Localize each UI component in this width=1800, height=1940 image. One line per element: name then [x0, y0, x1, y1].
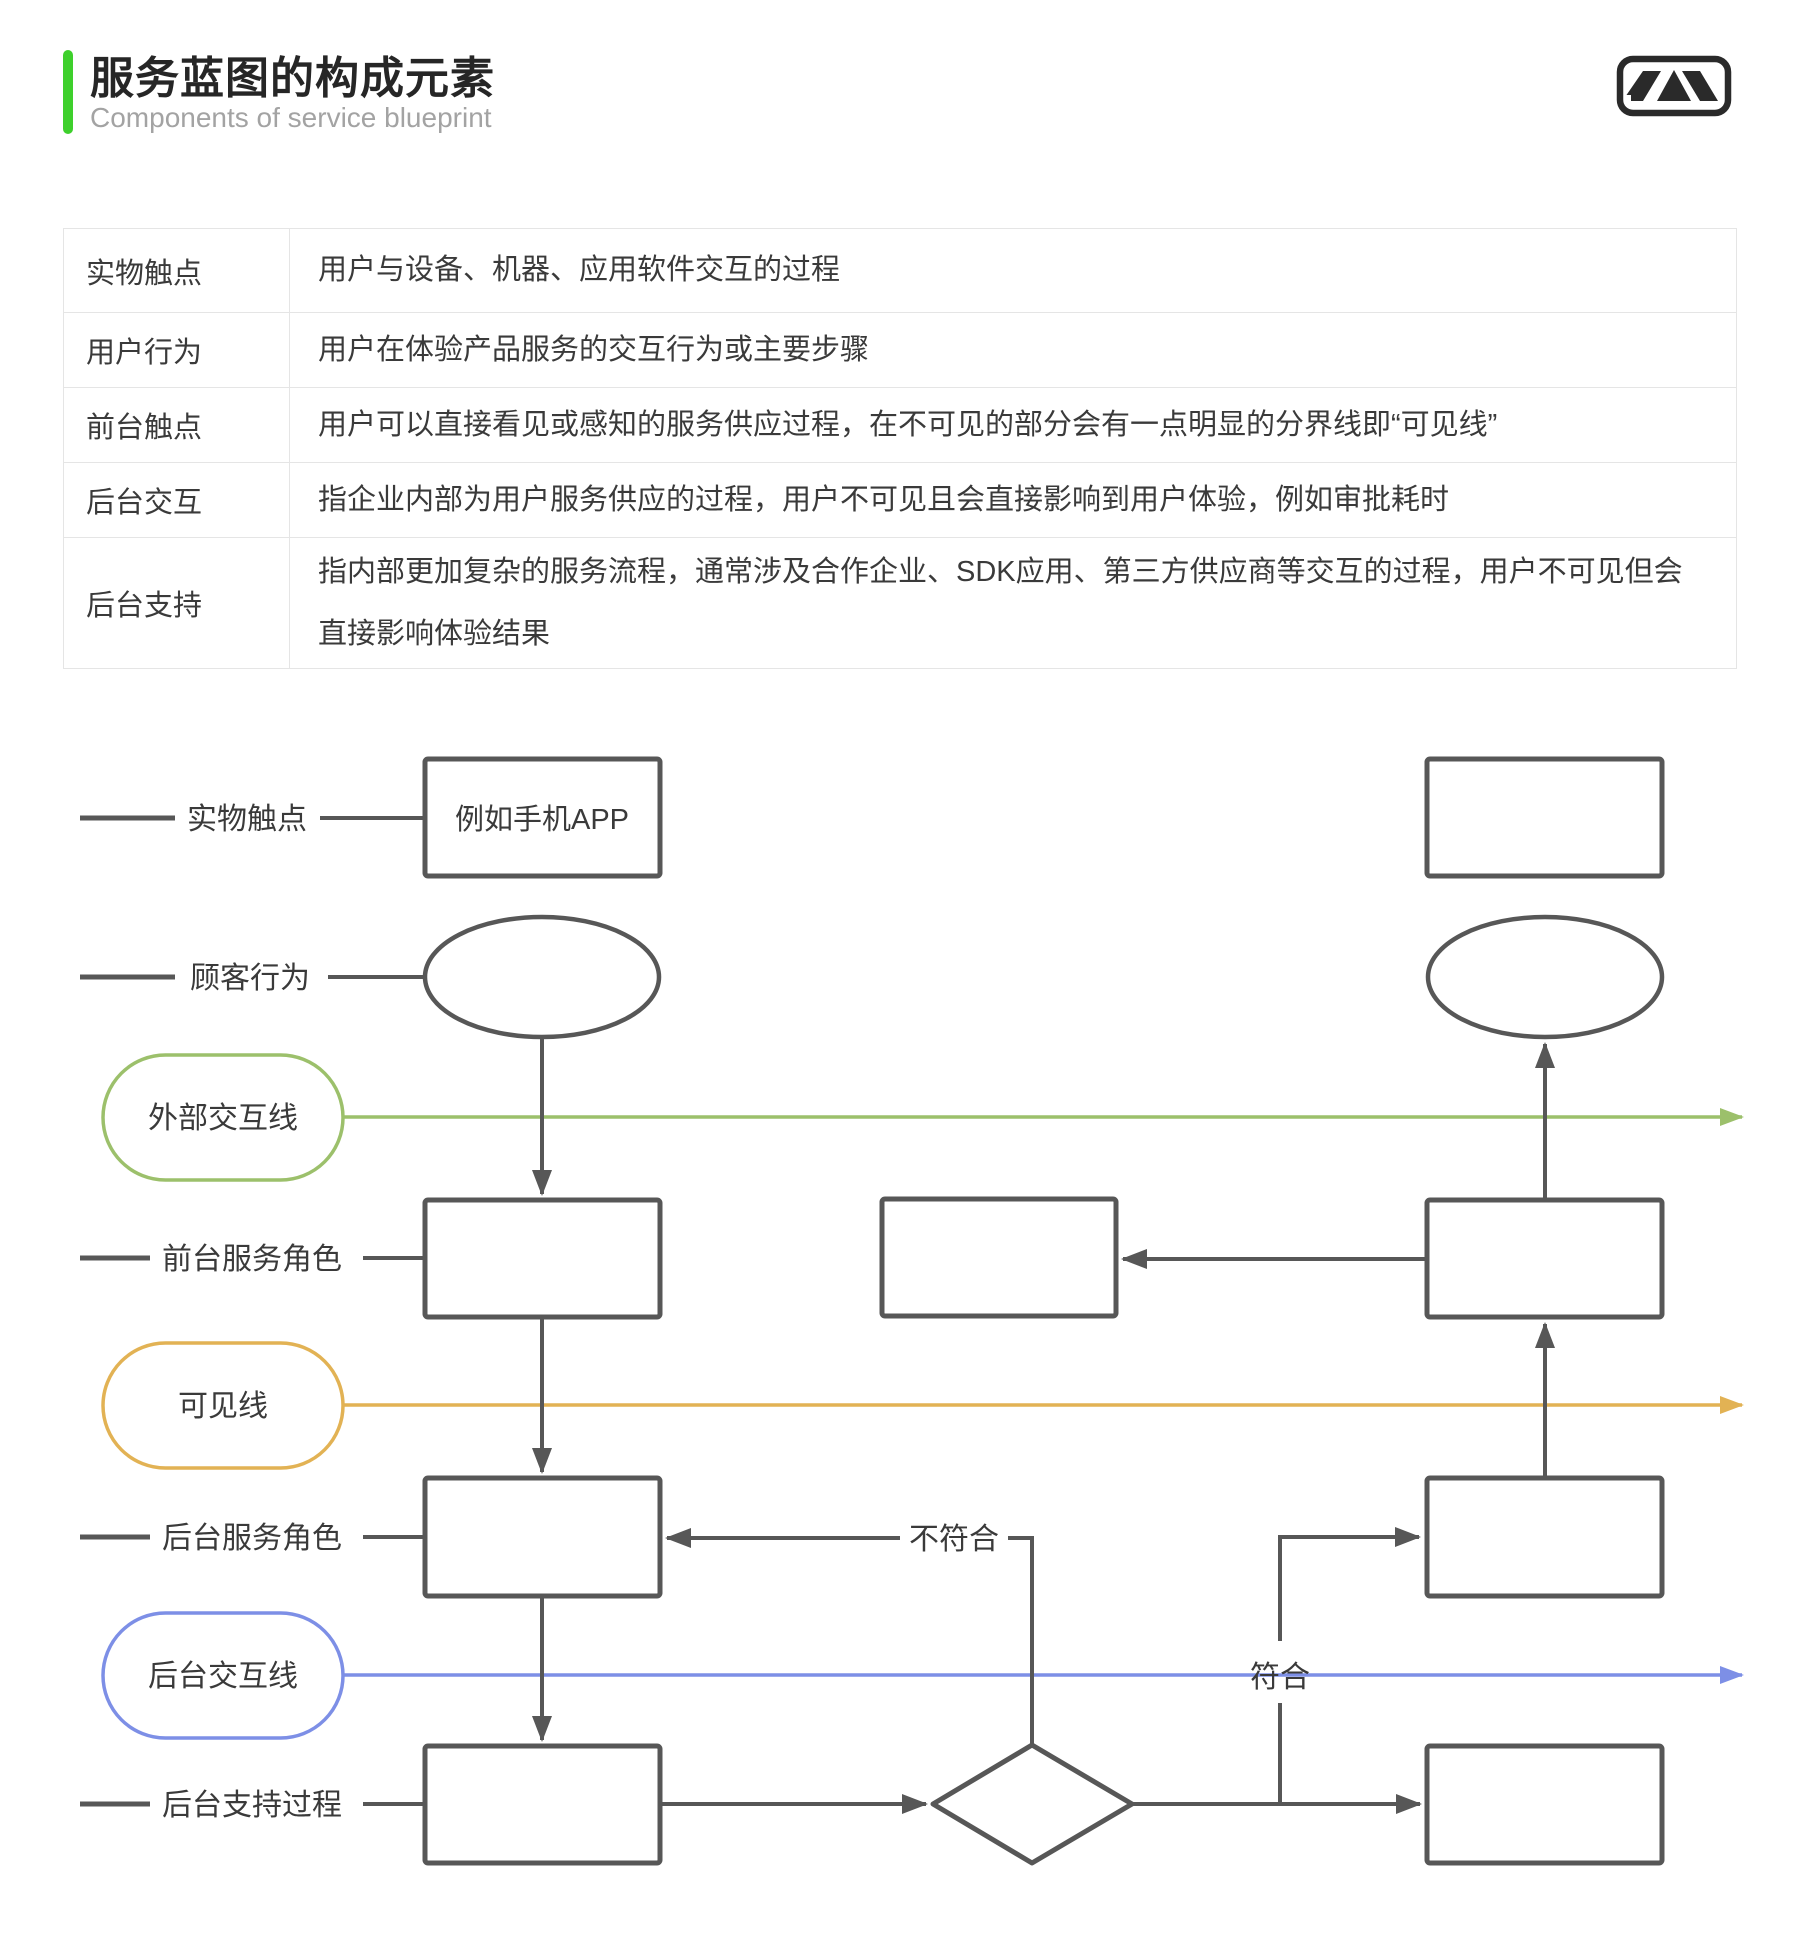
lane-label-customer-action: 顾客行为: [190, 962, 310, 995]
description-cell: 指内部更加复杂的服务流程，通常涉及合作企业、SDK应用、第三方供应商等交互的过程…: [289, 537, 1737, 669]
process-box-backstage-right: [1424, 1475, 1665, 1599]
lane-label-physical-touchpoint: 实物触点: [187, 803, 307, 836]
term-cell: 实物触点: [63, 228, 290, 313]
decision-diamond: [930, 1742, 1135, 1866]
internal-interaction-pill: [101, 1611, 345, 1740]
page-title: 服务蓝图的构成元素: [90, 54, 495, 103]
pill-label-external-interaction: 外部交互线: [148, 1102, 298, 1135]
table-row: 前台触点 用户可以直接看见或感知的服务供应过程，在不可见的部分会有一点明显的分界…: [63, 387, 1737, 463]
definitions-table: 实物触点 用户与设备、机器、应用软件交互的过程 用户行为 用户在体验产品服务的交…: [63, 228, 1737, 669]
process-box-touchpoint-right: [1424, 756, 1665, 879]
no-match-branch: [1008, 1536, 1034, 1745]
branch-label-match: 符合: [1250, 1661, 1310, 1694]
description-cell: 指企业内部为用户服务供应的过程，用户不可见且会直接影响到用户体验，例如审批耗时: [289, 462, 1737, 538]
description-cell: 用户与设备、机器、应用软件交互的过程: [289, 228, 1737, 313]
visibility-line-pill: [101, 1341, 345, 1470]
description-cell: 用户可以直接看见或感知的服务供应过程，在不可见的部分会有一点明显的分界线即“可见…: [289, 387, 1737, 463]
lane-label-backstage: 后台服务角色: [162, 1522, 342, 1555]
lane-label-support: 后台支持过程: [162, 1789, 342, 1822]
term-cell: 后台支持: [63, 537, 290, 669]
customer-action-ellipse-right: [1425, 914, 1665, 1040]
term-cell: 前台触点: [63, 387, 290, 463]
table-row: 后台交互 指企业内部为用户服务供应的过程，用户不可见且会直接影响到用户体验，例如…: [63, 462, 1737, 538]
brand-logo-icon: [1616, 55, 1732, 122]
pill-label-visibility: 可见线: [178, 1390, 268, 1423]
external-interaction-pill: [101, 1053, 345, 1182]
node-label-app-example: 例如手机APP: [455, 803, 629, 836]
description-cell: 用户在体验产品服务的交互行为或主要步骤: [289, 312, 1737, 388]
term-cell: 后台交互: [63, 462, 290, 538]
lane-label-frontstage: 前台服务角色: [162, 1243, 342, 1276]
branch-label-no-match: 不符合: [909, 1523, 999, 1556]
process-box-support-right: [1424, 1743, 1665, 1866]
process-box-touchpoint-left: [422, 756, 663, 879]
process-box-frontstage-left: [422, 1197, 663, 1320]
table-row: 用户行为 用户在体验产品服务的交互行为或主要步骤: [63, 312, 1737, 388]
pill-label-internal-interaction: 后台交互线: [148, 1660, 298, 1693]
flow-arrow: [1278, 1527, 1421, 1641]
table-row: 后台支持 指内部更加复杂的服务流程，通常涉及合作企业、SDK应用、第三方供应商等…: [63, 537, 1737, 669]
service-blueprint-diagram: 实物触点 顾客行为 前台服务角色 后台服务角色 后台支持过程 外部交互线 可见线…: [80, 756, 1744, 1866]
process-box-frontstage-mid: [879, 1196, 1119, 1319]
process-box-support-left: [422, 1743, 663, 1866]
table-row: 实物触点 用户与设备、机器、应用软件交互的过程: [63, 228, 1737, 313]
page-subtitle: Components of service blueprint: [90, 102, 492, 133]
process-box-backstage-left: [422, 1475, 663, 1599]
process-box-frontstage-right: [1424, 1197, 1665, 1320]
accent-bar: [63, 50, 73, 134]
customer-action-ellipse-left: [422, 914, 662, 1040]
term-cell: 用户行为: [63, 312, 290, 388]
